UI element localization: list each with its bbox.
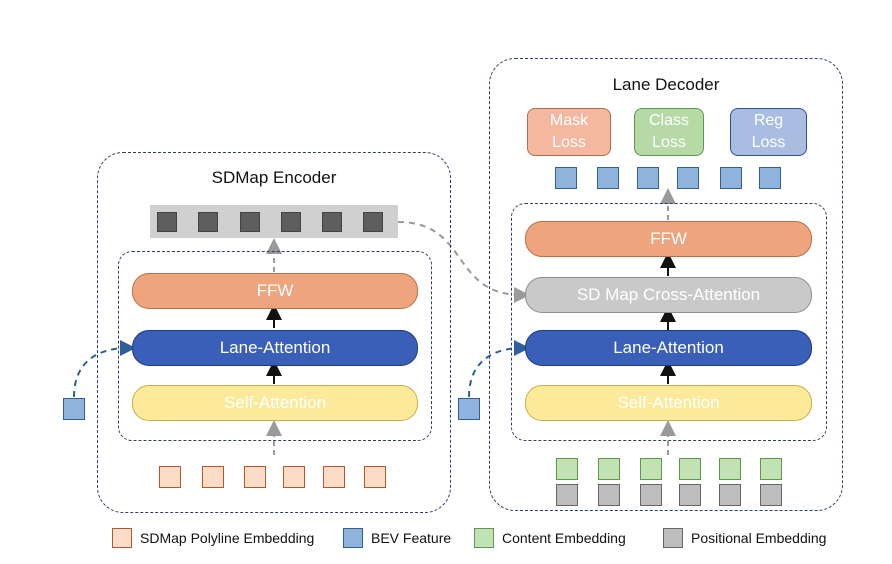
reg-loss-line1: Reg — [753, 112, 784, 129]
legend-bev-feature: BEV Feature — [343, 528, 451, 548]
mask-loss-box: Mask Loss — [527, 108, 611, 156]
class-loss-line1: Class — [648, 112, 689, 129]
class-loss-box: Class Loss — [634, 108, 704, 156]
decoder-lane-attention: Lane-Attention — [525, 330, 812, 366]
decoder-bev-feature — [458, 398, 480, 420]
reg-loss-line2: Loss — [751, 134, 786, 151]
legend-swatch — [343, 528, 363, 548]
decoder-layer-block — [511, 203, 827, 441]
decoder-output-query — [677, 167, 699, 189]
reg-loss-box: Reg Loss — [730, 108, 807, 156]
decoder-sd-map-cross-attention: SD Map Cross-Attention — [525, 277, 812, 313]
decoder-output-query — [759, 167, 781, 189]
encoder-self-attention: Self-Attention — [132, 385, 418, 421]
encoder-output-token — [198, 212, 218, 232]
decoder-output-query — [555, 167, 577, 189]
legend-label: SDMap Polyline Embedding — [140, 530, 315, 546]
positional-embedding-token — [679, 484, 701, 506]
encoder-output-token — [240, 212, 260, 232]
lane-decoder-block — [489, 58, 843, 511]
mask-loss-line2: Loss — [552, 134, 586, 151]
class-loss-line2: Loss — [652, 134, 686, 151]
legend-label: BEV Feature — [371, 530, 452, 546]
encoder-output-token — [322, 212, 342, 232]
decoder-output-query — [720, 167, 742, 189]
legend-swatch — [474, 528, 494, 548]
polyline-embedding-token — [323, 466, 345, 488]
legend-positional-embedding: Positional Embedding — [663, 528, 826, 548]
legend-content-embedding: Content Embedding — [474, 528, 626, 548]
decoder-output-query — [637, 167, 659, 189]
polyline-embedding-token — [202, 466, 224, 488]
legend-label: Content Embedding — [502, 530, 626, 546]
lane-decoder-title: Lane Decoder — [612, 75, 720, 94]
content-embedding-token — [679, 458, 701, 480]
content-embedding-token — [719, 458, 741, 480]
encoder-ffw: FFW — [132, 273, 418, 309]
content-embedding-token — [640, 458, 662, 480]
legend-label: Positional Embedding — [691, 530, 827, 546]
decoder-ffw: FFW — [525, 221, 812, 257]
content-embedding-token — [598, 458, 620, 480]
encoder-layer-block — [118, 251, 432, 441]
encoder-output-token — [363, 212, 383, 232]
polyline-embedding-token — [159, 466, 181, 488]
encoder-output-token — [157, 212, 177, 232]
encoder-lane-attention: Lane-Attention — [132, 330, 418, 366]
encoder-output-tokens — [150, 205, 398, 238]
sdmap-encoder-title: SDMap Encoder — [211, 168, 337, 187]
legend-polyline-embedding: SDMap Polyline Embedding — [112, 528, 314, 548]
positional-embedding-token — [760, 484, 782, 506]
positional-embedding-token — [598, 484, 620, 506]
encoder-output-token — [281, 212, 301, 232]
mask-loss-line1: Mask — [549, 112, 589, 129]
polyline-embedding-token — [283, 466, 305, 488]
legend-swatch — [663, 528, 683, 548]
positional-embedding-token — [640, 484, 662, 506]
polyline-embedding-token — [244, 466, 266, 488]
content-embedding-token — [760, 458, 782, 480]
positional-embedding-token — [719, 484, 741, 506]
positional-embedding-token — [556, 484, 578, 506]
legend-swatch — [112, 528, 132, 548]
polyline-embedding-token — [364, 466, 386, 488]
sdmap-encoder-block — [97, 152, 451, 513]
encoder-bev-feature — [63, 398, 85, 420]
decoder-self-attention: Self-Attention — [525, 385, 812, 421]
content-embedding-token — [556, 458, 578, 480]
decoder-output-query — [597, 167, 619, 189]
